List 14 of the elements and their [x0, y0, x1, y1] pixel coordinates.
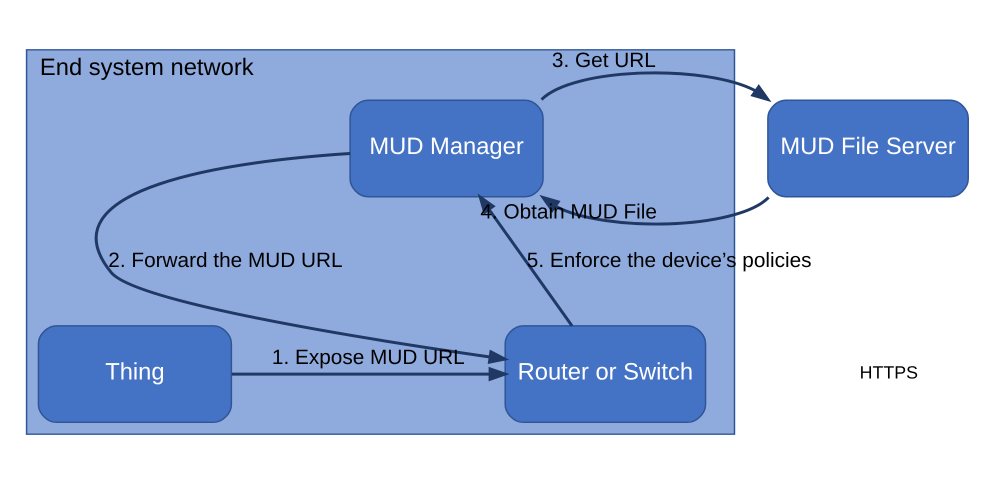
edge-label: 5. Enforce the device’s policies	[526, 248, 812, 272]
edge-label: 3. Get URL	[552, 48, 656, 72]
arrow	[539, 194, 770, 225]
arrow	[232, 366, 510, 381]
node-box: MUD File Server	[767, 99, 969, 197]
arrow	[95, 152, 510, 364]
edge-label: 4. Obtain MUD File	[480, 200, 657, 223]
node-box: MUD Manager	[349, 99, 544, 197]
edge-label: 1. Expose MUD URL	[272, 345, 465, 368]
node-box: Router or Switch	[504, 324, 706, 423]
edge-label: 2. Forward the MUD URL	[108, 248, 343, 272]
label: HTTPS	[860, 362, 918, 382]
arrow	[540, 70, 772, 102]
node-box: Thing	[38, 324, 232, 423]
